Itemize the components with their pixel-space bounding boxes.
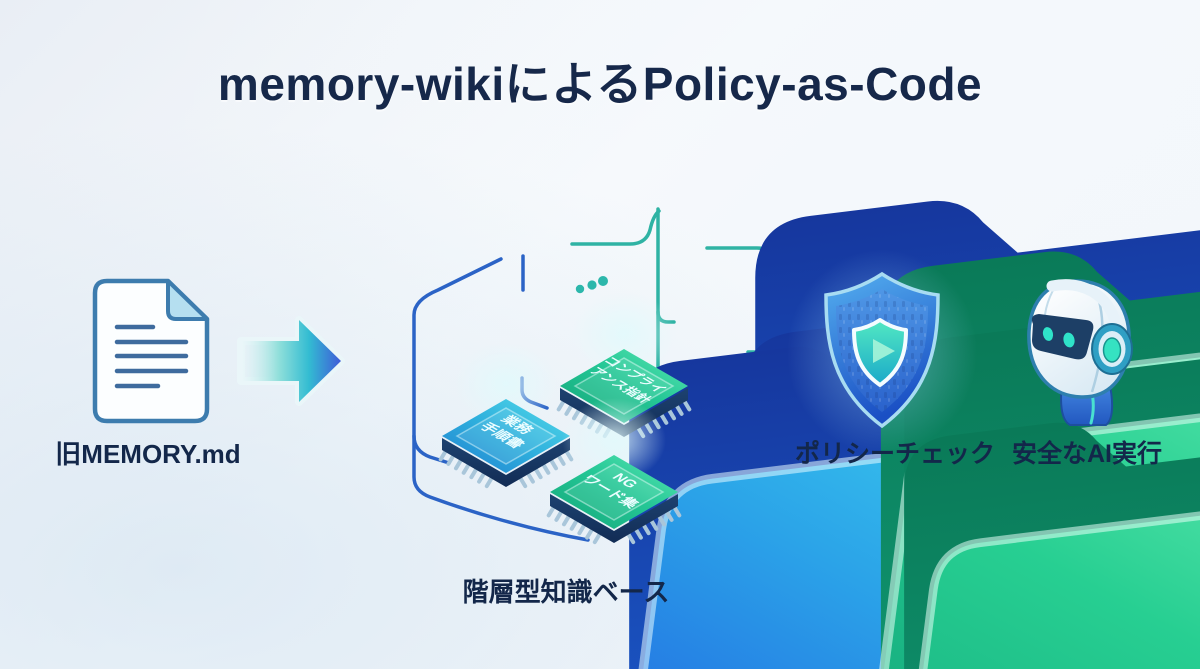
source-document-label: 旧MEMORY.md (55, 439, 241, 469)
microchip-icons: 業務 手順書 コンプライ アンス指針 NG ワード集 (438, 292, 692, 545)
knowledge-base-label: 階層型知識ベース (462, 577, 670, 607)
ellipsis-dots (575, 276, 608, 294)
policy-check-label: ポリシーチェック (794, 440, 996, 468)
chip-icon-business-procedures: 業務 手順書 (438, 342, 574, 489)
robot-head-icon (1027, 279, 1133, 426)
safe-ai-label: 安全なAI実行 (1011, 440, 1163, 468)
shield-icon (787, 250, 977, 454)
right-arrow-icon (237, 316, 345, 406)
chip-icon-ng-words: NG ワード集 (546, 398, 682, 545)
page-title: memory-wikiによるPolicy-as-Code (217, 58, 983, 110)
document-icon (92, 278, 210, 424)
